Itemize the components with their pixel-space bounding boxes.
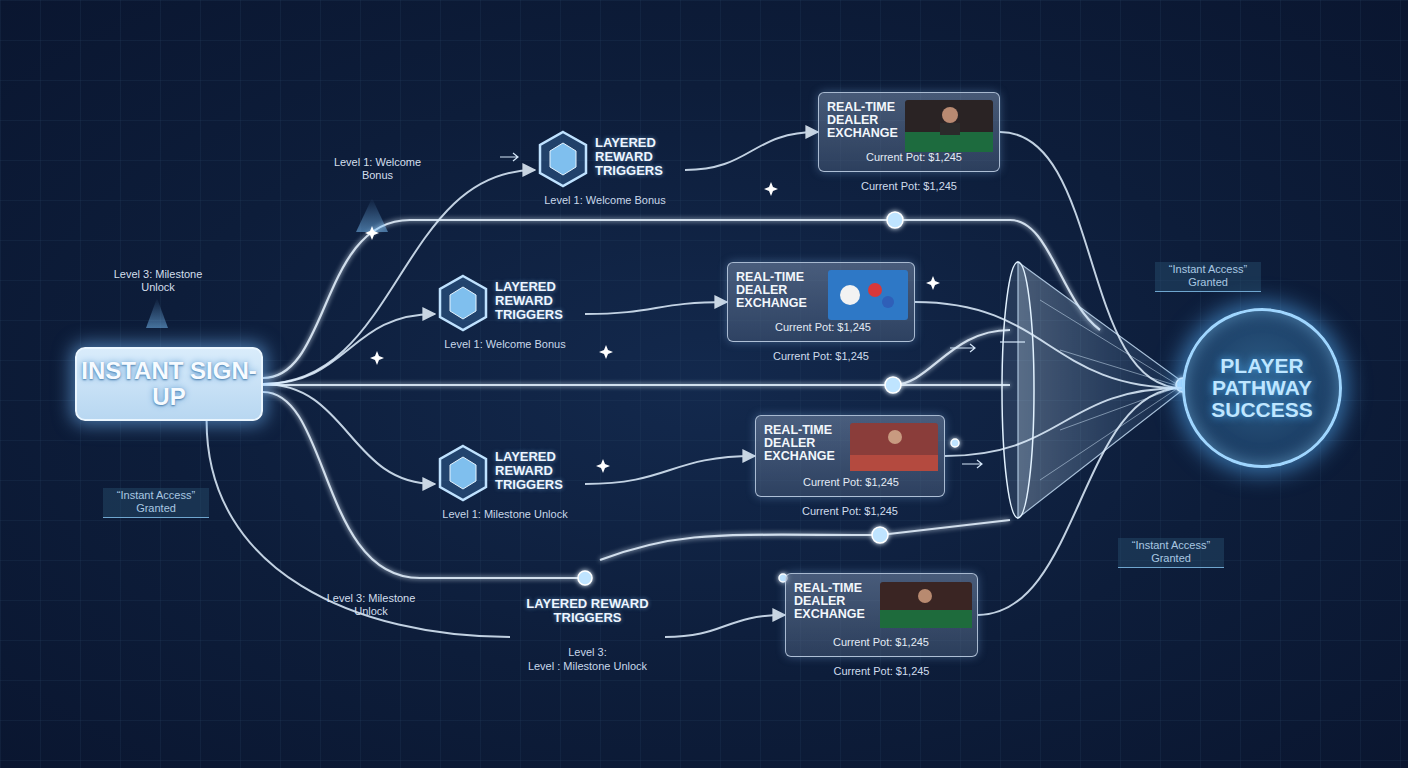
node-heading: REAL-TIME DEALER EXCHANGE <box>764 424 849 463</box>
reward-trigger: LAYERED REWARD TRIGGERS Level 1: Welcome … <box>435 272 585 356</box>
hexagon-icon <box>537 130 589 188</box>
node-text: Current Pot: $1,245 <box>796 636 966 648</box>
flow-connector <box>685 132 818 170</box>
flow-connector <box>263 314 435 384</box>
node-text: Current Pot: $1,245 <box>728 350 914 362</box>
node-text: Level 1: Welcome Bonus <box>435 338 575 350</box>
node-text: Current Pot: $1,245 <box>819 180 999 192</box>
node-text: Level 1: Welcome Bonus <box>535 194 675 206</box>
node-heading: REAL-TIME DEALER EXCHANGE <box>827 101 912 140</box>
hexagon-icon <box>437 444 489 502</box>
node-heading: LAYERED REWARD TRIGGERS <box>495 280 580 322</box>
reward-trigger: LAYERED REWARD TRIGGERS Level 1: Welcome … <box>535 128 685 212</box>
level-note: Level 1: Welcome Bonus <box>330 156 425 182</box>
hexagon-icon <box>437 274 489 332</box>
flow-connector <box>207 421 510 637</box>
node-heading: REAL-TIME DEALER EXCHANGE <box>736 271 821 310</box>
level-note: Level 3: Milestone Unlock <box>317 592 425 618</box>
thumbnail <box>880 582 972 628</box>
dealer-card: REAL-TIME DEALER EXCHANGE Current Pot: $1… <box>818 92 1000 172</box>
node-heading: LAYERED REWARD TRIGGERS <box>510 597 665 625</box>
reward-trigger: LAYERED REWARD TRIGGERS Level 3: Level : M… <box>510 597 665 677</box>
node-heading: PLAYER PATHWAY SUCCESS <box>1197 355 1327 421</box>
node-text: Current Pot: $1,245 <box>756 505 944 517</box>
flow-connector <box>585 302 727 314</box>
thumbnail <box>905 100 993 152</box>
status-tag: “Instant Access” Granted <box>1155 262 1261 292</box>
flow-connector <box>263 170 535 384</box>
node-heading: REAL-TIME DEALER EXCHANGE <box>794 582 879 621</box>
node-text: Current Pot: $1,245 <box>829 151 999 163</box>
node-heading: INSTANT SIGN-UP <box>79 358 259 410</box>
flow-connector <box>978 388 1182 615</box>
flow-lines <box>263 220 1100 578</box>
thumbnail <box>850 423 938 471</box>
dealer-card: REAL-TIME DEALER EXCHANGE Current Pot: $1… <box>727 262 915 342</box>
flow-connector <box>915 302 1182 388</box>
node-text: Level 3: <box>510 646 665 658</box>
junction-dots <box>578 212 1190 585</box>
flow-connector <box>263 384 435 484</box>
dealer-card: REAL-TIME DEALER EXCHANGE Current Pot: $1… <box>785 573 978 657</box>
status-tag: “Instant Access” Granted <box>1118 538 1224 568</box>
node-heading: LAYERED REWARD TRIGGERS <box>595 136 680 178</box>
node-text: Current Pot: $1,245 <box>738 321 908 333</box>
dealer-card: REAL-TIME DEALER EXCHANGE Current Pot: $1… <box>755 415 945 497</box>
node-heading: LAYERED REWARD TRIGGERS <box>495 450 580 492</box>
reward-trigger: LAYERED REWARD TRIGGERS Level 1: Mileston… <box>435 442 585 526</box>
node-text: Current Pot: $1,245 <box>786 665 977 677</box>
goal-circle: PLAYER PATHWAY SUCCESS <box>1182 308 1342 468</box>
node-text: Level 1: Milestone Unlock <box>435 508 575 520</box>
flow-connector <box>1000 132 1182 388</box>
flow-connector <box>665 615 785 637</box>
flow-connector <box>585 456 755 484</box>
node-text: Current Pot: $1,245 <box>766 476 936 488</box>
spotlights <box>146 190 388 328</box>
start-box: INSTANT SIGN-UP <box>75 347 263 421</box>
node-text: Level : Milestone Unlock <box>510 660 665 672</box>
thumbnail <box>828 270 908 320</box>
status-tag: “Instant Access” Granted <box>103 488 209 518</box>
level-note: Level 3: Milestone Unlock <box>104 268 212 294</box>
